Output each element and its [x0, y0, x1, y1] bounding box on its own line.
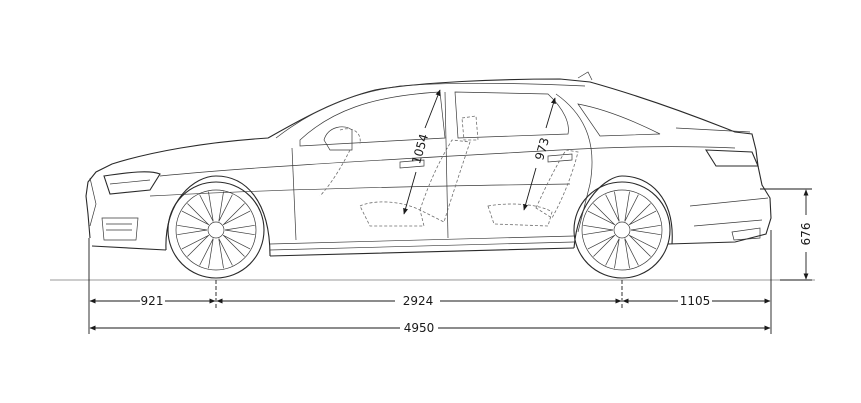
rear-wheel	[573, 181, 671, 279]
wheel-spoke	[199, 194, 214, 222]
wheel-spoke	[218, 191, 224, 222]
wheel-spoke	[224, 229, 255, 236]
wheel-spoke	[630, 224, 661, 231]
wheel-spoke	[583, 229, 614, 236]
wheel-spoke	[605, 238, 620, 266]
wheel-spoke	[630, 229, 661, 236]
wheel-spoke	[593, 203, 615, 225]
car-body	[85, 71, 772, 257]
wheel-spoke	[624, 194, 639, 222]
wheel-spoke	[223, 235, 245, 257]
wheel-spoke	[187, 203, 209, 225]
wheel-spoke	[614, 191, 620, 222]
wheel-spoke	[224, 224, 255, 231]
wheel-spoke	[208, 238, 214, 269]
wheel-spoke	[177, 229, 208, 236]
wheel-spoke	[624, 238, 630, 269]
wheel-spoke	[181, 234, 209, 250]
wheel-spoke	[223, 210, 251, 226]
wheelbase-label: 2924	[403, 294, 434, 308]
wheel-spoke	[199, 238, 214, 266]
wheel-spoke	[218, 194, 233, 222]
rear-headroom-label: 973	[532, 136, 552, 162]
front-headroom-dim-bottom	[403, 171, 417, 215]
wheel-spoke	[593, 235, 615, 257]
wheel-spoke	[629, 235, 651, 257]
wheel-spoke	[624, 238, 639, 266]
wheel-spoke	[629, 210, 657, 226]
front-headroom-dim-top	[424, 89, 441, 129]
wheel-spoke	[587, 210, 615, 226]
wheel-spoke	[208, 191, 214, 222]
wheel-spoke	[177, 224, 208, 231]
wheel-spoke	[587, 234, 615, 250]
front-wheel	[167, 181, 265, 279]
wheel-spoke	[629, 234, 657, 250]
wheel-spoke	[605, 194, 620, 222]
rear-height-label: 676	[799, 223, 813, 246]
wheel-spoke	[218, 238, 233, 266]
front-headroom-label: 1054	[409, 132, 431, 165]
rear-headroom-dim-bottom	[523, 167, 537, 211]
wheel-spoke	[624, 191, 630, 222]
wheel-spoke	[223, 203, 245, 225]
wheel-spoke	[223, 234, 251, 250]
overall-length-label: 4950	[404, 321, 435, 335]
front-overhang-label: 921	[141, 294, 164, 308]
interior-seats	[319, 115, 579, 227]
wheel-spoke	[614, 238, 620, 269]
wheel-spoke	[187, 235, 209, 257]
wheel-spoke	[629, 203, 651, 225]
rear-headroom-dim-top	[545, 97, 556, 129]
wheel-spoke	[218, 238, 224, 269]
wheel-spoke	[583, 224, 614, 231]
wheel-spoke	[181, 210, 209, 226]
rear-overhang-label: 1105	[680, 294, 711, 308]
